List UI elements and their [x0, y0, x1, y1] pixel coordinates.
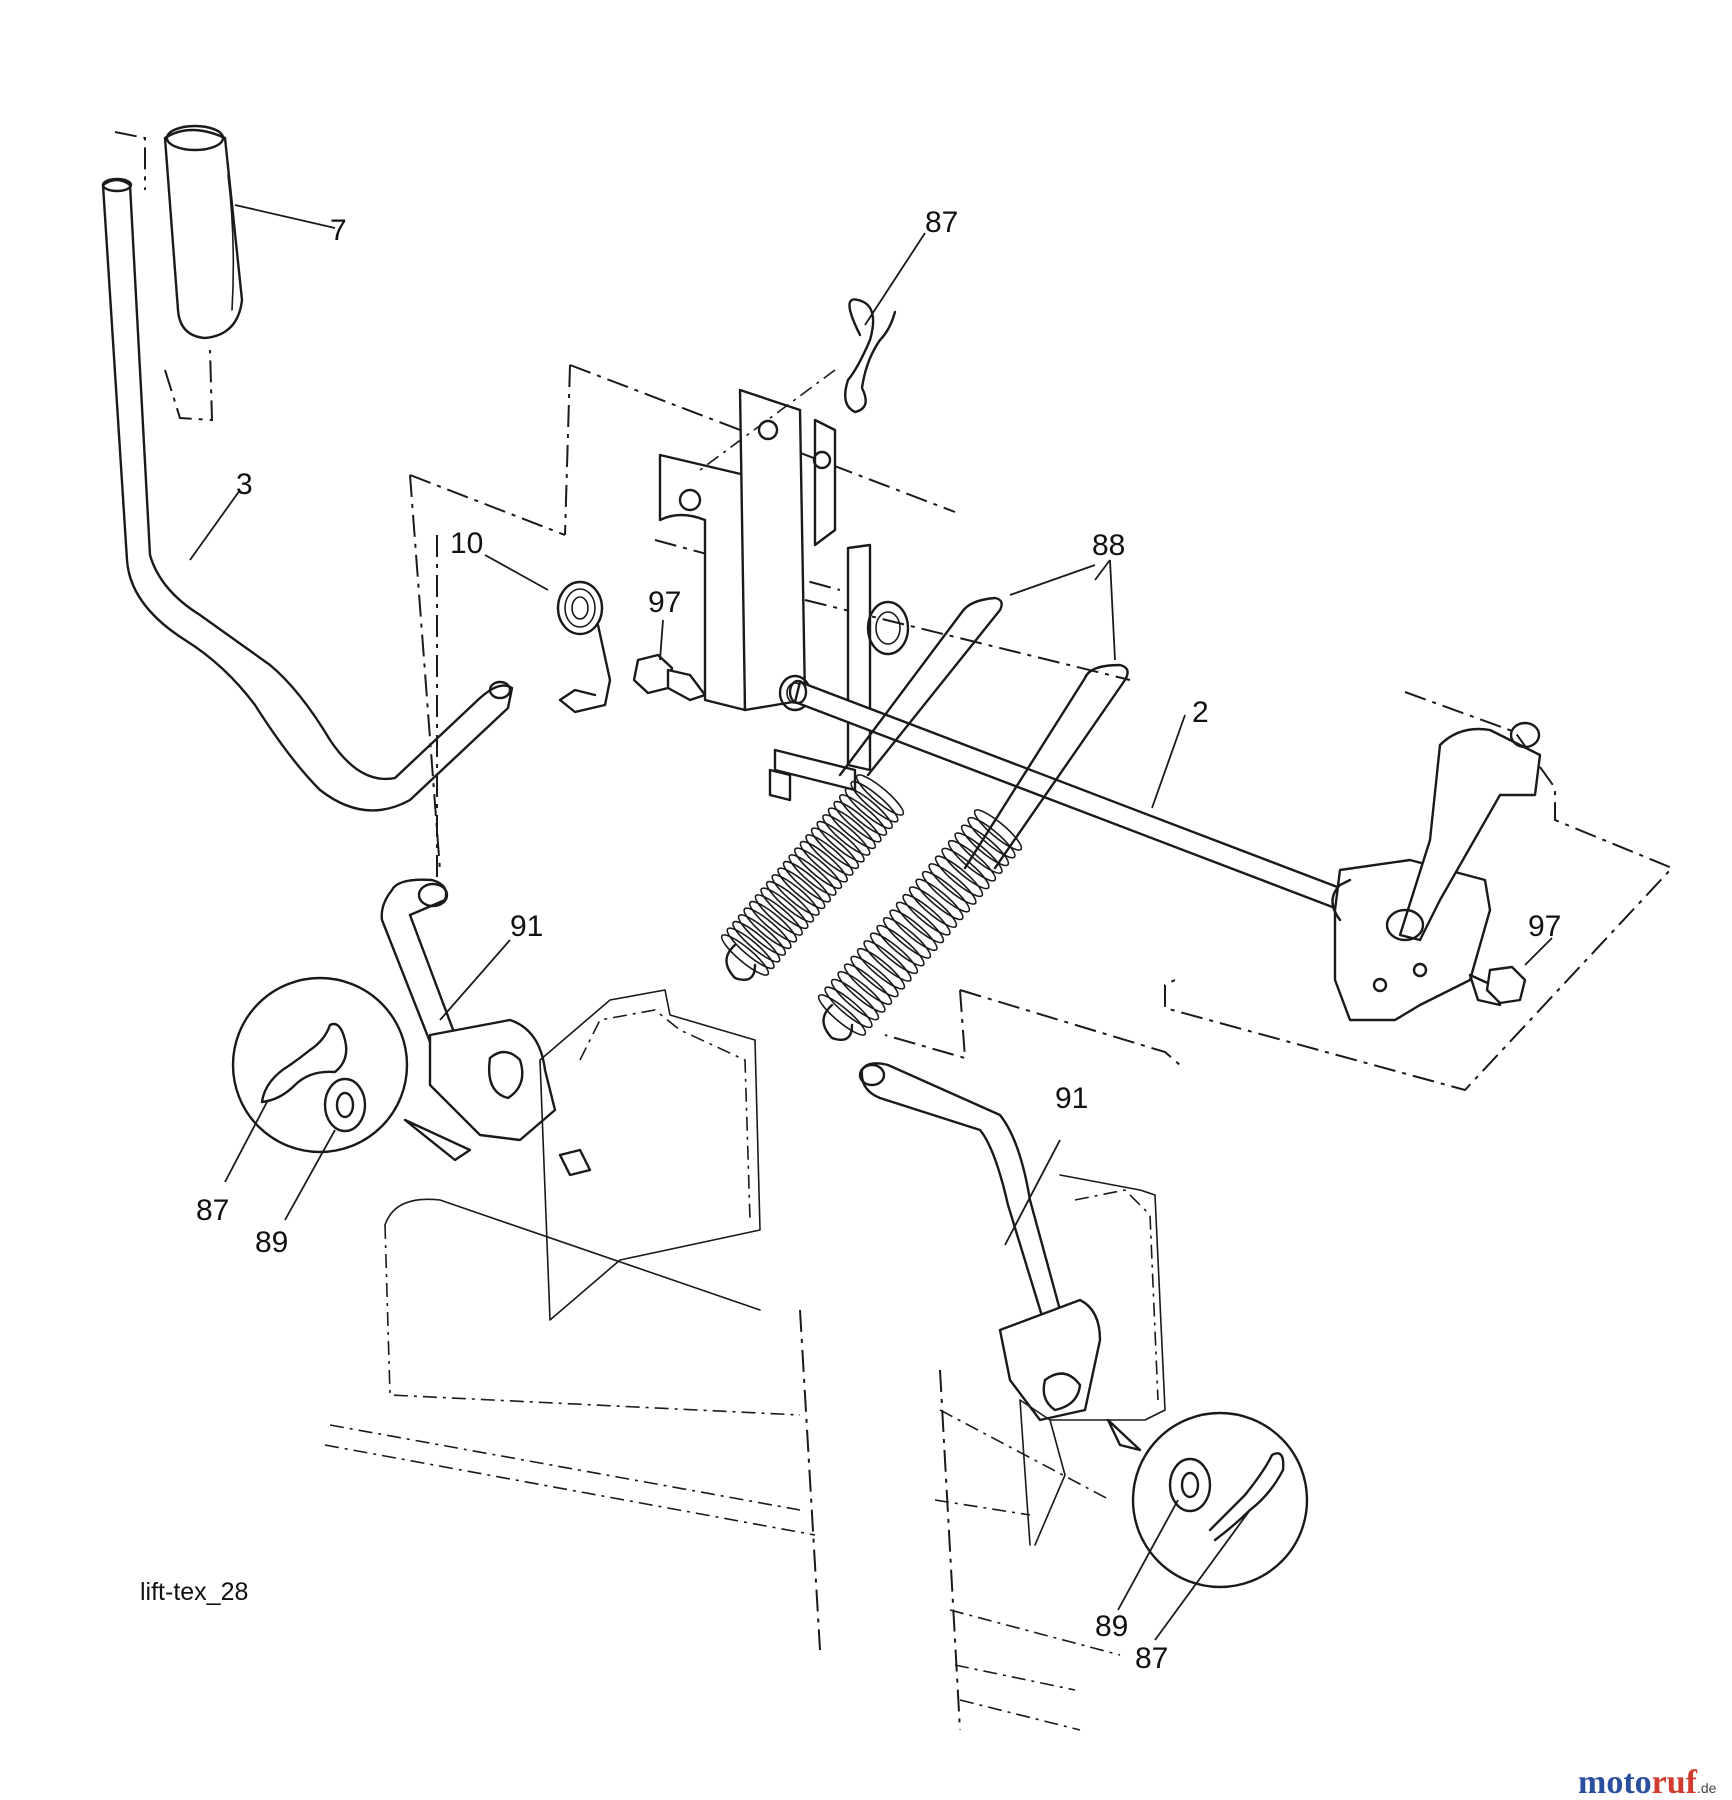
callout-87-top: 87 — [925, 206, 958, 239]
spring-coil — [833, 800, 882, 843]
spring-coil — [837, 971, 886, 1013]
spring-coil — [967, 816, 1016, 859]
spring-coil — [720, 934, 770, 976]
callout-87-right: 87 — [1135, 1642, 1168, 1675]
spring-coil — [754, 894, 803, 936]
spring-coil — [788, 854, 837, 896]
spring-coil — [915, 878, 964, 921]
torsion-spring — [556, 580, 612, 714]
spring-coil — [863, 940, 912, 982]
spring-coil — [726, 927, 775, 970]
bolt-right — [1468, 965, 1527, 1007]
spring-coil — [765, 880, 815, 923]
callout-labels: 7 3 87 10 97 88 2 97 91 91 87 89 89 87 — [196, 206, 1561, 1675]
spring-coil — [902, 893, 951, 936]
callout-89-right: 89 — [1095, 1610, 1128, 1643]
spring-coil — [934, 855, 984, 898]
right-link-rod — [858, 1062, 1102, 1422]
handle-grip — [114, 124, 244, 422]
spring-coil — [876, 924, 925, 967]
spring-coil — [822, 814, 871, 856]
watermark-suffix: .de — [1697, 1780, 1717, 1796]
spring-coil — [743, 907, 792, 950]
spring-coil — [817, 994, 867, 1036]
left-deck-plate — [324, 989, 821, 1651]
spring-coil — [973, 809, 1023, 851]
spring-coil — [960, 824, 1010, 867]
spring-coil — [805, 834, 854, 876]
spring-coil — [928, 863, 977, 905]
lift-shaft — [788, 679, 1342, 910]
bolt-left — [632, 653, 707, 702]
watermark: motoruf.de — [1578, 1764, 1717, 1800]
coil-spring-left — [720, 774, 905, 976]
callout-10: 10 — [450, 527, 483, 560]
mount-bracket — [409, 364, 1131, 871]
spring-coil — [889, 909, 938, 952]
spring-coil — [827, 807, 877, 850]
callout-3: 3 — [236, 468, 253, 501]
callout-91-right: 91 — [1055, 1082, 1088, 1115]
watermark-part-1: moto — [1578, 1764, 1652, 1800]
lift-lever — [101, 177, 514, 812]
callout-91-left: 91 — [510, 910, 543, 943]
spring-coil — [760, 887, 809, 930]
spring-coil — [941, 847, 990, 890]
spring-coil — [921, 870, 971, 913]
right-deck-plate — [934, 1174, 1166, 1731]
spring-coil — [799, 840, 848, 883]
spring-coil — [882, 917, 932, 959]
spring-coil — [844, 787, 893, 830]
coil-spring-right — [817, 809, 1023, 1036]
spring-coil — [816, 820, 865, 863]
callout-7: 7 — [330, 214, 347, 247]
spring-coil — [777, 867, 826, 910]
spring-coil — [771, 874, 820, 916]
detail-circle-right — [1106, 1411, 1309, 1589]
spring-coil — [895, 901, 945, 944]
spring-coil — [850, 955, 899, 998]
spring-coil — [869, 932, 919, 975]
callout-97-right: 97 — [1528, 910, 1561, 943]
watermark-part-2: ruf — [1652, 1764, 1698, 1800]
extension-springs — [720, 596, 1129, 1042]
spring-coil — [737, 914, 787, 956]
spring-coil — [793, 847, 843, 890]
leader-lines — [189, 204, 1553, 1641]
spring-coil — [855, 774, 905, 816]
hairpin-clip-top — [699, 298, 897, 471]
spring-coil — [782, 860, 832, 903]
spring-coil — [843, 963, 893, 1006]
spring-coil — [908, 886, 958, 928]
spring-coil — [838, 794, 888, 836]
spring-coil — [850, 780, 899, 823]
left-link-rod — [380, 535, 592, 1177]
callout-97-left: 97 — [648, 586, 681, 619]
detail-circle-left — [231, 976, 472, 1162]
callout-89-left: 89 — [255, 1226, 288, 1259]
spring-coil — [856, 947, 906, 990]
spring-coil — [947, 839, 997, 882]
spring-coil — [732, 920, 781, 963]
right-arm — [884, 691, 1674, 1092]
spring-coil — [810, 827, 860, 870]
spring-coil — [954, 832, 1003, 874]
callout-2: 2 — [1192, 696, 1209, 729]
callout-87-left: 87 — [196, 1194, 229, 1227]
callout-88: 88 — [1092, 529, 1125, 562]
spring-coil — [824, 986, 873, 1029]
diagram-reference: lift-tex_28 — [140, 1578, 248, 1606]
spring-coil — [830, 978, 880, 1021]
spring-coil — [748, 900, 798, 943]
